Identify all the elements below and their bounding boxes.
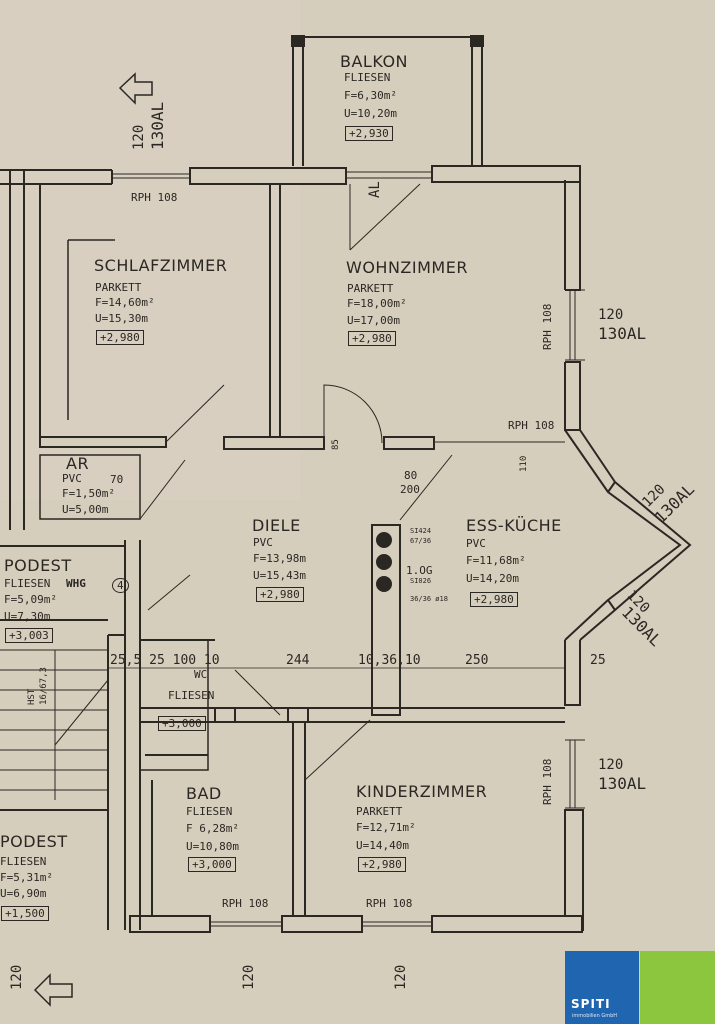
dimension-row-mid: 10,36,10 (358, 653, 421, 668)
shaft-label-d: 36/36 ø18 (410, 595, 448, 603)
room-perimeter-schlafzimmer: U=15,30m (95, 312, 148, 325)
stair-dimension: 16/67,3 (39, 667, 49, 705)
room-area-esskueche: F=11,68m² (466, 554, 526, 567)
room-name-balkon: BALKON (340, 52, 409, 71)
window-height-right-lower: 130AL (598, 774, 647, 793)
room-floor-podest-upper: FLIESEN (4, 577, 51, 590)
brand-accent-panel (640, 951, 715, 1024)
stair-label: HST (27, 688, 37, 705)
dimension-25: 25 (590, 653, 606, 668)
rph-label-top: RPH 108 (131, 191, 178, 204)
dimension-80: 80 (404, 469, 418, 482)
dimension-70: 70 (110, 473, 124, 486)
apartment-label: WHG (66, 577, 86, 590)
room-height-podest-upper: +3,003 (5, 628, 53, 643)
room-floor-esskueche: PVC (466, 537, 486, 550)
room-perimeter-balkon: U=10,20m (344, 107, 397, 120)
dimension-244: 244 (286, 653, 310, 668)
room-height-kinderzimmer: +2,980 (358, 857, 406, 872)
room-floor-kinderzimmer: PARKETT (356, 805, 403, 818)
room-area-podest-lower: F=5,31m² (0, 871, 53, 884)
room-name-bad: BAD (186, 784, 222, 803)
shaft-label-c: SI026 (410, 577, 432, 585)
brand-logo: SPITI immobilien GmbH (565, 951, 639, 1024)
room-floor-balkon: FLIESEN (344, 71, 391, 84)
rph-label-bad: RPH 108 (222, 897, 269, 910)
window-width-right-lower: 120 (598, 757, 624, 773)
rph-label-right-bottom: RPH 108 (541, 758, 554, 805)
room-perimeter-ar: U=5,00m (62, 503, 109, 516)
room-name-wohnzimmer: WOHNZIMMER (346, 258, 468, 277)
room-area-ar: F=1,50m² (62, 487, 115, 500)
room-name-schlafzimmer: SCHLAFZIMMER (94, 256, 228, 275)
room-name-esskueche: ESS-KÜCHE (466, 516, 562, 535)
room-perimeter-podest-upper: U=7,30m (4, 610, 51, 623)
room-perimeter-esskueche: U=14,20m (466, 572, 519, 585)
room-floor-ar: PVC (62, 472, 82, 485)
dimension-85: 85 (331, 439, 341, 450)
brand-name: SPITI (571, 997, 611, 1011)
room-floor-podest-lower: FLIESEN (0, 855, 47, 868)
room-height-esskueche: +2,980 (470, 592, 518, 607)
balkon-door-al: AL (367, 181, 383, 198)
room-height-balkon: +2,930 (345, 126, 393, 141)
balkon-outline (292, 36, 483, 166)
room-floor-diele: PVC (253, 536, 273, 549)
room-area-podest-upper: F=5,09m² (4, 593, 57, 606)
dimension-110: 110 (519, 455, 529, 472)
window-width-bad: 120 (241, 964, 257, 990)
dimension-row-left: 25,5 25 100 10 (110, 653, 220, 668)
room-area-diele: F=13,98m (253, 552, 306, 565)
room-height-wc: +3,000 (158, 716, 206, 731)
window-height-top: 130AL (148, 101, 167, 150)
room-perimeter-wohnzimmer: U=17,00m (347, 314, 400, 327)
shaft-label-b: 67/36 (410, 537, 432, 545)
room-floor-wc: FLIESEN (168, 689, 215, 702)
room-height-wohnzimmer: +2,980 (348, 331, 396, 346)
room-height-schlafzimmer: +2,980 (96, 330, 144, 345)
room-height-bad: +3,000 (188, 857, 236, 872)
room-area-kinderzimmer: F=12,71m² (356, 821, 416, 834)
room-floor-bad: FLIESEN (186, 805, 233, 818)
window-width-kinder: 120 (393, 964, 409, 990)
rph-label-right-top: RPH 108 (541, 303, 554, 350)
rph-label-kinder: RPH 108 (366, 897, 413, 910)
rph-label-mid: RPH 108 (508, 419, 555, 432)
room-height-podest-lower: +1,500 (1, 906, 49, 921)
window-width-podest: 120 (9, 964, 25, 990)
room-name-podest-lower: PODEST (0, 832, 68, 851)
dimension-200: 200 (400, 483, 420, 496)
shaft-label-a: SI424 (410, 527, 432, 535)
brand-subtitle: immobilien GmbH (572, 1013, 618, 1019)
apartment-number: 4 (112, 578, 129, 593)
room-perimeter-diele: U=15,43m (253, 569, 306, 582)
shaft-floor-label: 1.OG (406, 564, 433, 577)
room-name-wc: WC (194, 668, 208, 681)
room-name-diele: DIELE (252, 516, 301, 535)
room-floor-wohnzimmer: PARKETT (347, 282, 394, 295)
window-width-top: 120 (131, 124, 147, 150)
room-area-bad: F 6,28m² (186, 822, 239, 835)
window-height-right-upper: 130AL (598, 324, 647, 343)
room-perimeter-podest-lower: U=6,90m (0, 887, 47, 900)
room-height-diele: +2,980 (256, 587, 304, 602)
room-name-ar: AR (66, 454, 90, 473)
room-name-podest-upper: PODEST (4, 556, 72, 575)
window-width-right-upper: 120 (598, 307, 624, 323)
room-area-wohnzimmer: F=18,00m² (347, 297, 407, 310)
dimension-250: 250 (465, 653, 489, 668)
room-perimeter-bad: U=10,80m (186, 840, 239, 853)
room-floor-schlafzimmer: PARKETT (95, 281, 142, 294)
room-perimeter-kinderzimmer: U=14,40m (356, 839, 409, 852)
room-name-kinderzimmer: KINDERZIMMER (356, 782, 488, 801)
room-area-schlafzimmer: F=14,60m² (95, 296, 155, 309)
room-area-balkon: F=6,30m² (344, 89, 397, 102)
